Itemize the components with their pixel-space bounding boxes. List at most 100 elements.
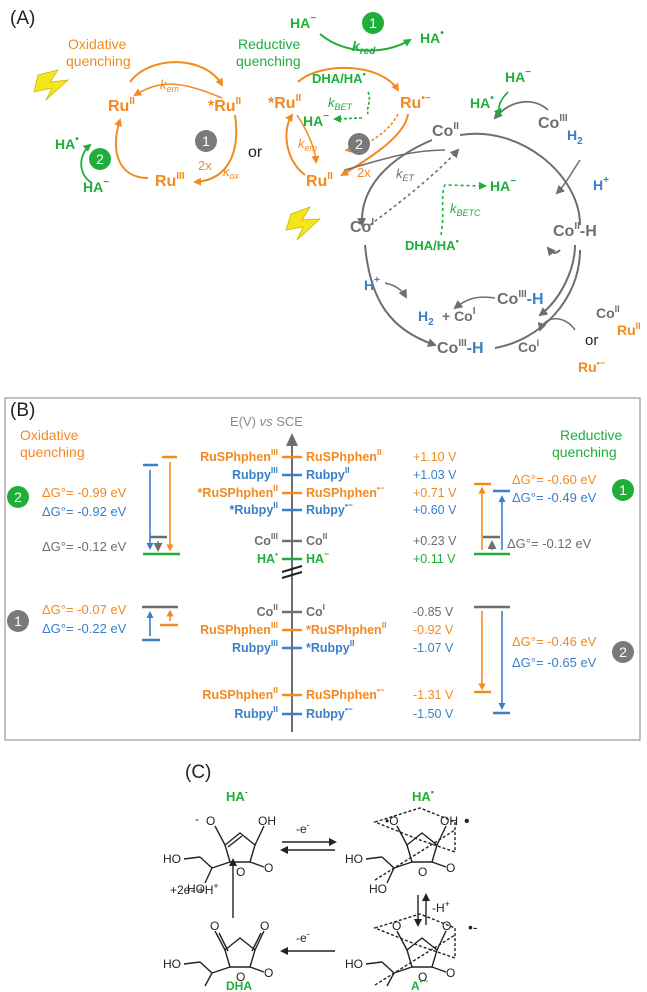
oxidative-arrow-top — [129, 61, 223, 87]
level-right-species: CoII — [306, 531, 327, 548]
co-plus-coI: + CoI — [442, 306, 476, 324]
level-left-species: RuSPhphenII — [202, 685, 278, 702]
ox-step1-badge — [195, 130, 217, 152]
or-text-1: or — [248, 144, 263, 161]
co-dha-ha: DHA/HA• — [405, 236, 459, 253]
red-kred-arrow — [319, 33, 412, 52]
co-hplus-left: H+ — [364, 275, 380, 293]
co-ha-minus-mid: HA− — [490, 176, 516, 194]
level-right-species: *RubpyII — [306, 638, 354, 655]
ha-radical-label: HA• — [412, 787, 434, 804]
minus-e-top: -e- — [296, 820, 310, 836]
dha-ring — [224, 937, 256, 968]
ha-radical-dot: • — [464, 813, 470, 830]
co-iii-h-bottom: CoIII-H — [437, 338, 484, 357]
co-i-left: CoI — [350, 217, 374, 236]
right-bottom-diagram: ΔG°= -0.46 eV ΔG°= -0.65 eV 2 — [474, 605, 634, 715]
level-right-species: RuSPhphen•− — [306, 685, 385, 702]
co-ru-red-bottom: Ru•− — [578, 358, 605, 375]
lb-badge-number: 1 — [14, 613, 22, 629]
co-iii-h-right: CoIII-H — [497, 289, 544, 308]
level-potential-value: +1.03 V — [413, 468, 457, 482]
co-cycle-arc-right — [459, 132, 581, 226]
co-ket: kET — [396, 166, 416, 183]
co-kbetc-dash — [440, 181, 487, 236]
lt-dg-gray: ΔG°= -0.12 eV — [42, 539, 127, 554]
red-arrow-top — [297, 66, 400, 92]
rb-badge-number: 2 — [619, 644, 627, 660]
co-ha-minus: HA− — [505, 67, 531, 85]
co-iii: CoIII — [538, 113, 568, 132]
oxidative-arrow-left — [114, 118, 149, 179]
a-radical-carbonyl-o: O — [446, 966, 455, 980]
co-cycle-arc-bottom-left — [364, 244, 437, 348]
a-radical-ring — [406, 937, 438, 968]
level-left-species: RuSPhphenIII — [200, 447, 278, 464]
red-kbet-dash — [366, 91, 371, 115]
ha-radical-oh: OH — [440, 814, 458, 828]
lt-dg-orange: ΔG°= -0.99 eV — [42, 485, 127, 500]
level-potential-value: +0.60 V — [413, 503, 457, 517]
co-ii-h: CoII-H — [553, 221, 597, 240]
light-bolt-icon — [33, 69, 70, 101]
ox-ru-ii-excited: *RuII — [208, 96, 241, 115]
co-ii-top: CoII — [432, 121, 459, 140]
oxidative-cycle: Oxidative quenching RuII *RuII RuIII kem… — [33, 36, 241, 195]
rt-badge-number: 1 — [619, 482, 627, 498]
right-title-line2: quenching — [552, 444, 617, 460]
rt-dg-blue: ΔG°= -0.49 eV — [512, 490, 597, 505]
ha-minus-label: HA- — [226, 787, 248, 804]
red-step2-number: 2 — [355, 136, 363, 152]
oxidative-arrow-kem — [133, 83, 223, 99]
level-left-species: CoII — [257, 602, 278, 619]
co-h2-bottom: H2 — [418, 308, 434, 328]
red-ha-minus-top: HA− — [290, 13, 316, 31]
axis-arrowhead — [286, 433, 298, 446]
rt-dg-orange: ΔG°= -0.60 eV — [512, 472, 597, 487]
ox-kem: kem — [160, 77, 180, 94]
red-arrow-right — [340, 113, 409, 177]
panel-a-label: (A) — [10, 8, 35, 29]
lt-badge — [7, 486, 29, 508]
co-ru-ii-bottom: RuII — [617, 321, 641, 338]
ha-minus-ho-1: HO — [163, 852, 181, 866]
co-cycle-arc-left — [357, 139, 433, 227]
co-ket-line — [344, 149, 446, 171]
level-left-species: *RubpyII — [230, 500, 278, 517]
co-coI-ru-arrow — [537, 318, 576, 332]
rt-badge — [612, 479, 634, 501]
level-left-species: CoIII — [254, 531, 278, 548]
reductive-cycle: Reductive quenching HA− 1 kred HA• DHA/H… — [236, 12, 444, 241]
lb-dg-blue: ΔG°= -0.22 eV — [42, 621, 127, 636]
red-kred: kred — [352, 38, 376, 57]
level-right-species: RuSPhphenII — [306, 447, 382, 464]
a-radical-ring-o: O — [418, 970, 427, 984]
oxidative-arrow-kox — [193, 114, 238, 186]
level-potential-value: +1.10 V — [413, 450, 457, 464]
level-potential-value: +0.71 V — [413, 486, 457, 500]
ha-minus-o-minus: O — [206, 814, 215, 828]
panel-b-label: (B) — [10, 400, 35, 421]
dha-o-2: O — [260, 919, 269, 933]
ha-radical-ring — [406, 832, 438, 863]
level-potential-value: -1.07 V — [413, 641, 454, 655]
panel-c: (C) HA- O - OH O O HO HO -e- HA• — [163, 762, 478, 992]
ox-kox: kox — [223, 164, 240, 181]
rb-dg-orange: ΔG°= -0.46 eV — [512, 634, 597, 649]
lb-badge — [7, 610, 29, 632]
light-bolt-icon — [285, 206, 322, 241]
co-ii-bottom: CoII — [596, 304, 620, 321]
red-ha-return-arrow — [333, 114, 363, 123]
minus-h-plus: -H+ — [432, 899, 450, 915]
cobalt-cycle: CoII CoIII HA− HA• H2 H+ CoII-H CoI kET … — [344, 67, 641, 375]
or-text-2: or — [585, 332, 598, 349]
ox-ha-arrow — [80, 143, 93, 184]
panel-a: (A) Oxidative quenching RuII *RuII RuIII… — [10, 8, 641, 375]
red-step1-number: 1 — [369, 15, 377, 31]
co-hplus-arrow — [384, 282, 407, 299]
level-potential-value: -1.31 V — [413, 688, 454, 702]
red-kbet: kBET — [328, 95, 354, 112]
level-right-species: Rubpy•− — [306, 500, 353, 517]
ox-ha-minus: HA− — [83, 177, 109, 195]
